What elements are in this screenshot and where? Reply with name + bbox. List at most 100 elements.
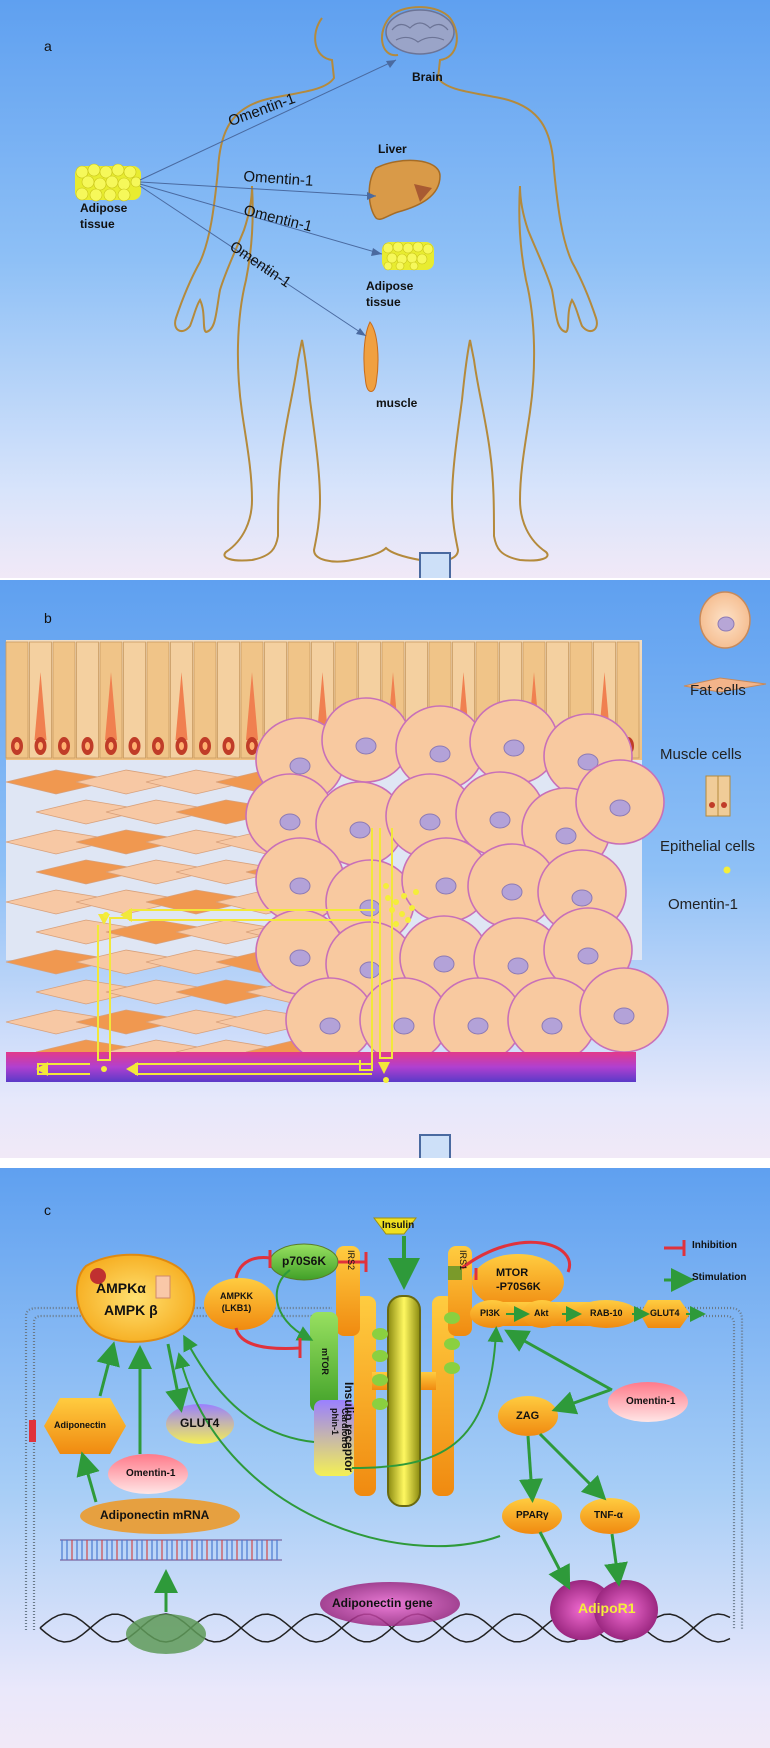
ppar-node <box>502 1498 562 1534</box>
fat-cell <box>245 773 335 859</box>
mtor-node <box>310 1312 338 1412</box>
brain-icon <box>385 9 455 55</box>
fat-cell <box>507 977 597 1063</box>
legend-epithelial-cells: Epithelial cells <box>660 838 756 855</box>
mtor-label: mTOR <box>320 1348 330 1375</box>
legend-muscle-cell-icon <box>683 677 767 693</box>
epithelial-cell <box>146 641 170 759</box>
legend-inhibition-icon <box>664 1240 686 1256</box>
adipor1-label: AdipoR1 <box>578 1600 636 1616</box>
glut4-right-label: GLUT4 <box>650 1308 680 1318</box>
fat-cells-group <box>245 697 669 1063</box>
irs2-label: IRS2 <box>346 1250 356 1271</box>
membrane-marker <box>29 1420 36 1442</box>
legend-muscle-cells: Muscle cells <box>660 746 742 763</box>
legend-fat-cells: Fat cells <box>690 682 746 699</box>
stimulation-arrows <box>76 1329 628 1612</box>
omentin-left-label: Omentin-1 <box>126 1468 176 1479</box>
zag-node <box>498 1396 558 1436</box>
stimulation-curves <box>174 1269 706 1548</box>
mtor-p70s6k-label: MTOR -P70S6K <box>496 1267 541 1293</box>
adiponectin-gene-node <box>320 1582 460 1626</box>
down-arrow-a-b <box>419 552 451 578</box>
legend-epithelial-cell-icon <box>705 775 731 817</box>
epithelial-cell <box>123 641 146 759</box>
omentin-right-node <box>608 1382 688 1422</box>
fat-cell <box>255 909 345 995</box>
panel-a-letter: a <box>44 38 52 54</box>
tnf-node <box>580 1498 640 1534</box>
body-diagram <box>75 6 598 578</box>
fat-cell <box>395 705 485 791</box>
legend-inhibition-label: Inhibition <box>692 1240 737 1251</box>
pi3k-label: PI3K <box>480 1308 501 1318</box>
adiponectin-label: Adiponectin <box>54 1420 106 1430</box>
fat-cell <box>579 967 669 1053</box>
down-arrow-b-c <box>419 1134 451 1158</box>
omentin-dots <box>101 883 419 1083</box>
glut4-right-node <box>640 1300 690 1328</box>
insulin-label: Insulin <box>382 1220 415 1231</box>
panel-b-letter: b <box>44 610 52 626</box>
legend-stimulation-label: Stimulation <box>692 1272 747 1283</box>
ampk-alpha-label: AMPKα <box>96 1280 146 1296</box>
cell-membrane <box>24 1306 744 1630</box>
adiponectin-mrna-label: Adiponectin mRNA <box>100 1508 210 1522</box>
panel-c-letter: c <box>44 1202 51 1218</box>
ampkk-label: AMPKK (LKB1) <box>220 1291 253 1313</box>
rab10-label: RAB-10 <box>590 1308 623 1318</box>
akt-label: Akt <box>534 1308 549 1318</box>
omentin-right-label: Omentin-1 <box>626 1396 676 1407</box>
rab10-node <box>574 1300 638 1328</box>
muscle-icon <box>363 321 379 392</box>
inhibition-lines <box>234 1240 572 1358</box>
p70s6k-label: p70S6K <box>282 1254 327 1268</box>
liver-label: Liver <box>378 142 407 156</box>
adiponectin-gene-label: Adiponectin gene <box>332 1596 433 1610</box>
akt-node <box>522 1300 562 1328</box>
signaling-pathway-diagram <box>24 1217 744 1654</box>
glut4-left-node <box>166 1404 234 1444</box>
adipose-tissue-source-icon <box>75 163 142 202</box>
fat-cell <box>401 837 491 923</box>
epithelial-cell <box>76 641 99 759</box>
pi3k-node <box>470 1300 514 1328</box>
legend-omentin-1: Omentin-1 <box>668 896 739 913</box>
panel-a: a Brain Liver Adipose tissue Adipose tis… <box>0 0 770 578</box>
irs-docking-ovals <box>372 1312 460 1410</box>
glut4-left-label: GLUT4 <box>180 1416 220 1430</box>
liver-icon <box>368 159 441 221</box>
mtor-p70s6k-node <box>472 1254 564 1310</box>
cardiotrophin-node <box>314 1400 354 1476</box>
insulin-icon <box>373 1217 417 1235</box>
omentin-arrows <box>139 59 397 337</box>
insulin-receptor <box>336 1246 472 1507</box>
adipor1-node <box>550 1580 658 1640</box>
panel-b: b Fat cells Muscle cells Epithelial cell… <box>0 580 770 1158</box>
adipose-tissue-target-icon <box>382 241 434 271</box>
blood-vessel <box>6 1052 636 1082</box>
tissue-diagram <box>5 591 767 1158</box>
transcription-factor-node <box>126 1614 206 1654</box>
ampk-beta-label: AMPK β <box>104 1302 158 1318</box>
epithelial-cell <box>52 641 76 759</box>
fat-cell <box>469 699 559 785</box>
adipose-source-label: Adipose tissue <box>80 201 128 231</box>
mrna-strand <box>60 1539 282 1561</box>
epithelial-cell <box>5 641 29 759</box>
tnf-label: TNF-α <box>594 1510 623 1521</box>
irs1-label: IRS1 <box>458 1250 468 1271</box>
adiponectin-mrna-node <box>80 1498 240 1534</box>
ampkk-node <box>204 1278 276 1330</box>
muscle-label: muscle <box>376 396 418 410</box>
adiponectin-node <box>44 1398 126 1454</box>
adipose-target-label: Adipose tissue <box>366 279 414 309</box>
cardiotrophin-label: Cardiotro phin-1 <box>330 1408 350 1449</box>
brain-label: Brain <box>412 70 443 84</box>
zag-label: ZAG <box>516 1410 540 1422</box>
epithelial-cell <box>217 641 240 759</box>
ampk-complex <box>75 1253 196 1343</box>
omentin-left-node <box>108 1454 188 1494</box>
fat-cell <box>575 759 665 845</box>
epithelial-cell <box>193 641 217 759</box>
